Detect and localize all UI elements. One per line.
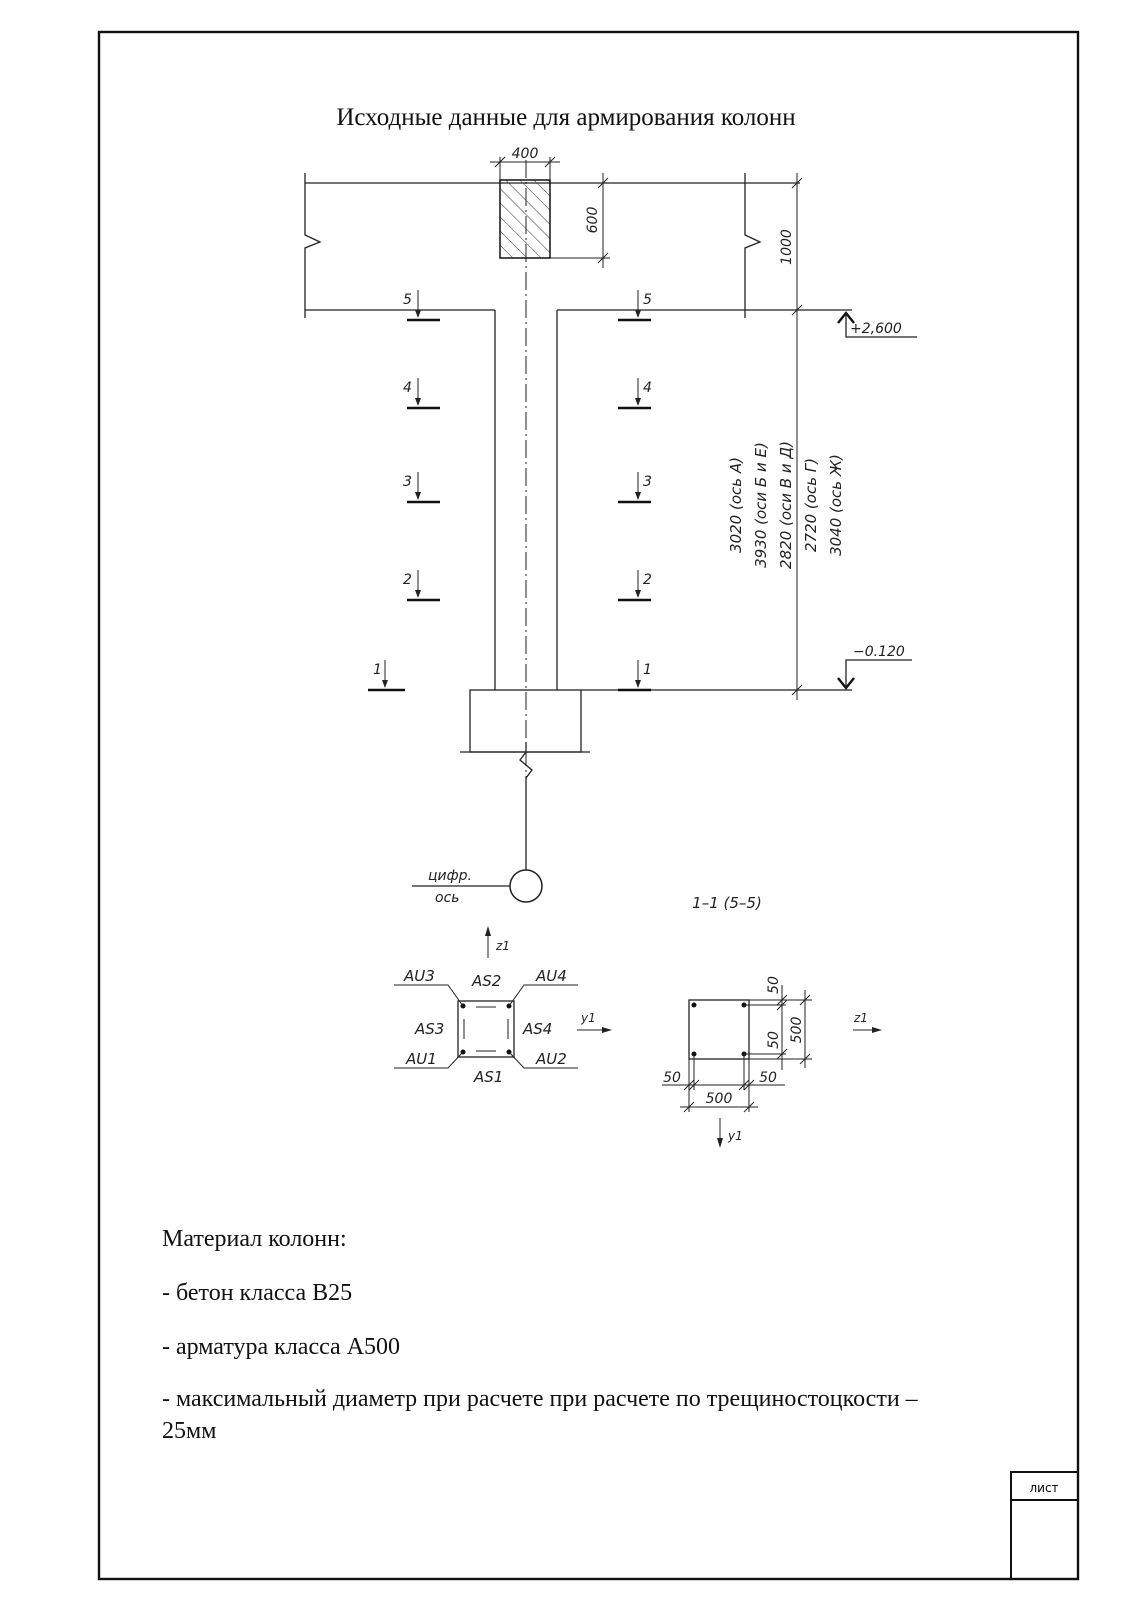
section-mark-label: 4 bbox=[403, 380, 412, 396]
column-height-g: 2720 (ось Г) bbox=[802, 458, 820, 552]
label-au4: AU4 bbox=[535, 967, 567, 985]
section-mark-label: 2 bbox=[403, 572, 412, 588]
label-as2: AS2 bbox=[471, 972, 501, 990]
section-mark-left-3: 3 bbox=[403, 472, 440, 504]
axis-bubble bbox=[509, 869, 543, 903]
label-as1: AS1 bbox=[473, 1068, 503, 1086]
section-mark-right-4: 4 bbox=[618, 378, 652, 410]
dim-50-mid: 50 bbox=[766, 1031, 782, 1049]
axis-label-top: цифр. bbox=[428, 868, 472, 884]
section-mark-label: 2 bbox=[643, 572, 652, 588]
materials-rebar: - арматура класса А500 bbox=[162, 1334, 401, 1360]
dim-beam-width: 400 bbox=[512, 146, 539, 162]
section-mark-right-5: 5 bbox=[618, 290, 652, 322]
materials-max-diameter-line2: 25мм bbox=[162, 1418, 217, 1444]
axis-label-bottom: ось bbox=[435, 890, 460, 906]
section-mark-right-3: 3 bbox=[618, 472, 652, 504]
dim-top-height: 1000 bbox=[779, 229, 795, 265]
column-height-v-d: 2820 (оси В и Д) bbox=[777, 441, 795, 569]
section-axis-z: z1 bbox=[853, 1011, 868, 1025]
dim-50-top: 50 bbox=[766, 976, 782, 994]
section-title: 1–1 (5–5) bbox=[692, 894, 762, 912]
page-title: Исходные данные для армирования колонн bbox=[336, 104, 796, 131]
stamp-label: лист bbox=[1029, 1481, 1058, 1495]
sheet-stamp: лист bbox=[1010, 1471, 1079, 1580]
level-top: +2,600 bbox=[850, 321, 902, 337]
reinforcement-scheme: z1 AU3 AS2 AU4 AS3 AS4 AU1 AS1 AU2 y1 bbox=[394, 926, 612, 1086]
label-au2: AU2 bbox=[535, 1050, 567, 1068]
section-mark-label: 1 bbox=[373, 662, 382, 678]
section-mark-left-4: 4 bbox=[403, 378, 440, 410]
section-mark-label: 3 bbox=[403, 474, 412, 490]
beam-section bbox=[499, 179, 551, 259]
column-elevation: цифр. ось 400 600 1000 +2,600 −0.120 302… bbox=[304, 146, 917, 906]
section-mark-left-5: 5 bbox=[403, 290, 440, 322]
section-mark-label: 1 bbox=[643, 662, 652, 678]
label-au1: AU1 bbox=[405, 1050, 437, 1068]
column-height-a: 3020 (ось А) bbox=[727, 457, 745, 553]
dim-beam-height: 600 bbox=[585, 207, 601, 234]
section-mark-label: 5 bbox=[403, 292, 412, 308]
section-mark-label: 5 bbox=[643, 292, 652, 308]
scheme-axis-z: z1 bbox=[495, 939, 510, 953]
scheme-axis-y: y1 bbox=[580, 1011, 596, 1025]
label-as4: AS4 bbox=[522, 1020, 552, 1038]
section-detail: 1–1 (5–5) 50 50 500 50 50 bbox=[662, 894, 882, 1148]
column-height-b-e: 3930 (оси Б и Е) bbox=[752, 442, 770, 568]
dim-500-vertical: 500 bbox=[789, 1017, 805, 1044]
section-mark-left-2: 2 bbox=[403, 570, 440, 602]
materials-max-diameter-line1: - максимальный диаметр при расчете при р… bbox=[162, 1386, 918, 1412]
label-au3: AU3 bbox=[403, 967, 435, 985]
materials-concrete: - бетон класса В25 bbox=[162, 1280, 353, 1306]
dim-500-horizontal: 500 bbox=[706, 1091, 733, 1107]
section-axis-y: y1 bbox=[727, 1129, 743, 1143]
sheet-frame bbox=[97, 30, 1080, 1581]
section-mark-right-1: 1 bbox=[618, 660, 652, 692]
section-mark-label: 3 bbox=[643, 474, 652, 490]
dim-50-left: 50 bbox=[663, 1070, 681, 1086]
dim-50-right: 50 bbox=[759, 1070, 777, 1086]
section-marks-left: 5 4 3 2 1 bbox=[368, 290, 440, 692]
section-marks-right: 5 4 3 2 1 bbox=[618, 290, 652, 692]
label-as3: AS3 bbox=[414, 1020, 444, 1038]
section-mark-left-1: 1 bbox=[368, 660, 405, 692]
level-bottom: −0.120 bbox=[853, 644, 905, 660]
section-mark-right-2: 2 bbox=[618, 570, 652, 602]
materials-heading: Материал колонн: bbox=[162, 1226, 347, 1252]
column-height-zh: 3040 (ось Ж) bbox=[827, 454, 845, 556]
section-mark-label: 4 bbox=[643, 380, 652, 396]
